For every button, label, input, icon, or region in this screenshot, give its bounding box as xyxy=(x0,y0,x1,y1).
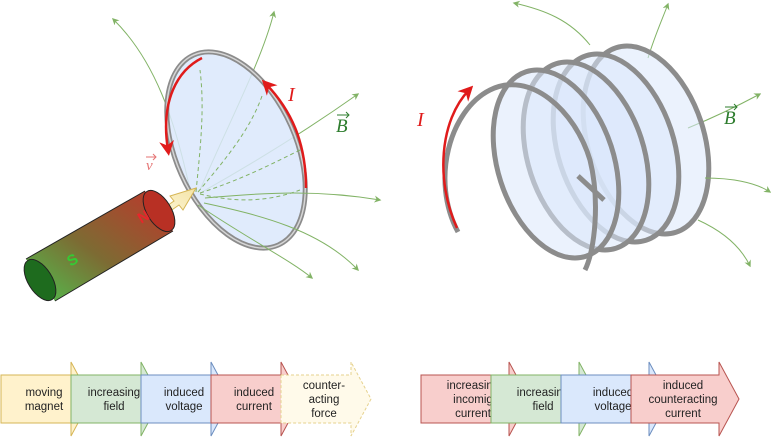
chain-step: counter-acting force xyxy=(280,361,372,437)
chain-step: moving magnet xyxy=(0,361,92,437)
chain-step: induced counteracting current xyxy=(630,361,740,437)
chain-step: induced voltage xyxy=(140,361,232,437)
vector-arrow-glyph xyxy=(725,103,738,111)
chain-step-label: induced xyxy=(593,387,633,399)
current-label-right: I xyxy=(416,109,425,131)
chain-step-arrow xyxy=(280,361,372,437)
right-panel: I B xyxy=(416,0,772,272)
current-label-left: I xyxy=(287,84,296,106)
coil-inner-end xyxy=(576,174,606,202)
field-line xyxy=(199,149,301,194)
field-line xyxy=(512,0,591,46)
chain-step-label: current xyxy=(236,401,273,413)
chain-step-label: voltage xyxy=(594,401,631,413)
field-line xyxy=(199,189,301,201)
field-line xyxy=(203,202,359,272)
chain-step-label: incomig xyxy=(453,394,493,406)
chain-step-label: increasing xyxy=(517,387,569,399)
chain-step-label: counteracting xyxy=(648,394,717,406)
chain-step-label: field xyxy=(532,401,553,413)
solenoid-coil xyxy=(442,43,712,272)
field-label-left: B xyxy=(336,111,350,137)
chain-step-label: voltage xyxy=(165,401,202,413)
causal-chain-right: increasing incomig current increasing field i… xyxy=(420,361,740,437)
chain-step-label: field xyxy=(103,401,124,413)
chain-step-label: force xyxy=(311,408,337,420)
causal-chain-left: moving magnet increasing field induced voltag… xyxy=(0,361,372,437)
field-line xyxy=(195,69,203,193)
chain-step-label: increasing xyxy=(447,380,499,392)
magnet-south-face xyxy=(23,258,57,302)
svg-text:B: B xyxy=(724,108,736,129)
chain-step-label: moving xyxy=(25,387,62,399)
field-line xyxy=(647,2,670,59)
chain-step-label: induced xyxy=(164,387,204,399)
loop-rim-highlight xyxy=(166,51,306,249)
incoming-current-segment xyxy=(442,85,474,229)
chain-step-label: induced xyxy=(234,387,274,399)
conductor-loop xyxy=(159,49,308,251)
field-line xyxy=(704,177,772,193)
magnet-body xyxy=(26,191,173,301)
field-label-right: B xyxy=(724,103,738,129)
coil-front-arc xyxy=(442,82,598,272)
chain-step-label: acting xyxy=(309,394,340,406)
field-lines-inside-loop xyxy=(195,69,301,201)
svg-text:v: v xyxy=(146,158,153,174)
induced-current-segment-back xyxy=(261,79,308,189)
chain-step-label: counter- xyxy=(303,380,345,392)
field-line xyxy=(697,219,751,268)
chain-step-label: increasing xyxy=(88,387,140,399)
field-line xyxy=(197,204,314,279)
chain-step-label: induced xyxy=(663,380,703,392)
field-lines-left-front xyxy=(197,192,382,279)
induced-current-segment-front xyxy=(159,56,203,156)
chain-step-arrow xyxy=(630,361,740,437)
vector-arrow-glyph xyxy=(146,153,157,161)
field-line xyxy=(204,192,382,203)
velocity-label: v xyxy=(146,153,157,174)
svg-text:B: B xyxy=(336,116,348,137)
field-lines-right-front xyxy=(697,177,772,268)
chain-step-label: current xyxy=(455,408,492,420)
chain-step-label: magnet xyxy=(25,401,64,413)
magnet-outline xyxy=(25,190,174,302)
vector-arrow-glyph xyxy=(337,111,350,119)
magnet-north-face xyxy=(142,189,176,233)
chain-step-label: current xyxy=(665,408,702,420)
bar-magnet xyxy=(23,189,176,302)
coil-turn xyxy=(490,67,622,261)
left-panel: N S v I B xyxy=(23,10,382,302)
